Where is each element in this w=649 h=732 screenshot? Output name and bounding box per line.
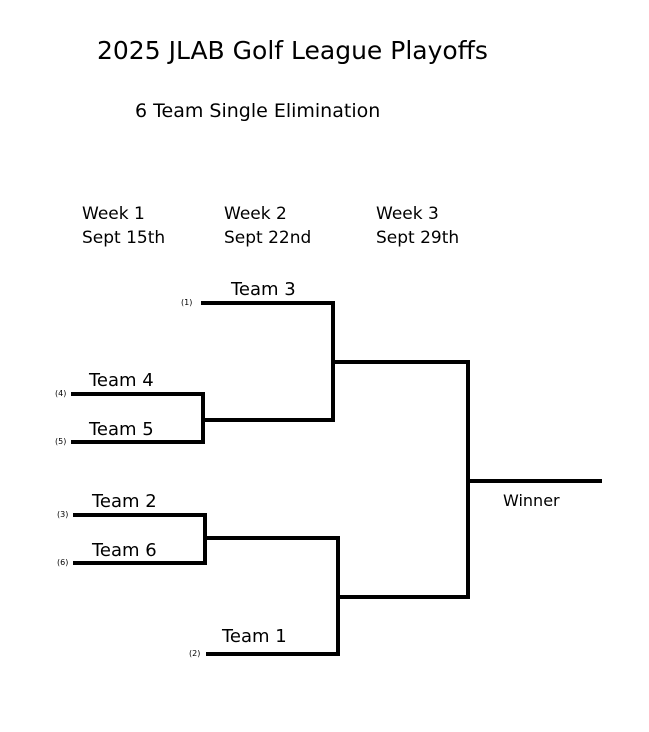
week-3-header: Week 3 Sept 29th [376, 202, 459, 250]
page-subtitle: 6 Team Single Elimination [135, 100, 381, 122]
week-date: Sept 22nd [224, 228, 312, 248]
team-label: Team 2 [92, 491, 157, 512]
seed-label: (6) [57, 558, 69, 567]
seed-label: (2) [189, 649, 201, 658]
week-label: Week 1 [82, 204, 145, 224]
seed-label: (3) [57, 510, 69, 519]
week-label: Week 3 [376, 204, 439, 224]
week-2-header: Week 2 Sept 22nd [224, 202, 311, 250]
week-label: Week 2 [224, 204, 287, 224]
week-1-header: Week 1 Sept 15th [82, 202, 165, 250]
winner-label: Winner [503, 491, 560, 510]
seed-label: (5) [55, 437, 67, 446]
page-title: 2025 JLAB Golf League Playoffs [97, 36, 488, 65]
seed-label: (4) [55, 389, 67, 398]
week-date: Sept 15th [82, 228, 166, 248]
week-date: Sept 29th [376, 228, 460, 248]
team-label: Team 1 [222, 626, 287, 647]
team-label: Team 5 [89, 419, 154, 440]
team-label: Team 6 [92, 540, 157, 561]
seed-label: (1) [181, 298, 193, 307]
team-label: Team 4 [89, 370, 154, 391]
team-label: Team 3 [231, 279, 296, 300]
